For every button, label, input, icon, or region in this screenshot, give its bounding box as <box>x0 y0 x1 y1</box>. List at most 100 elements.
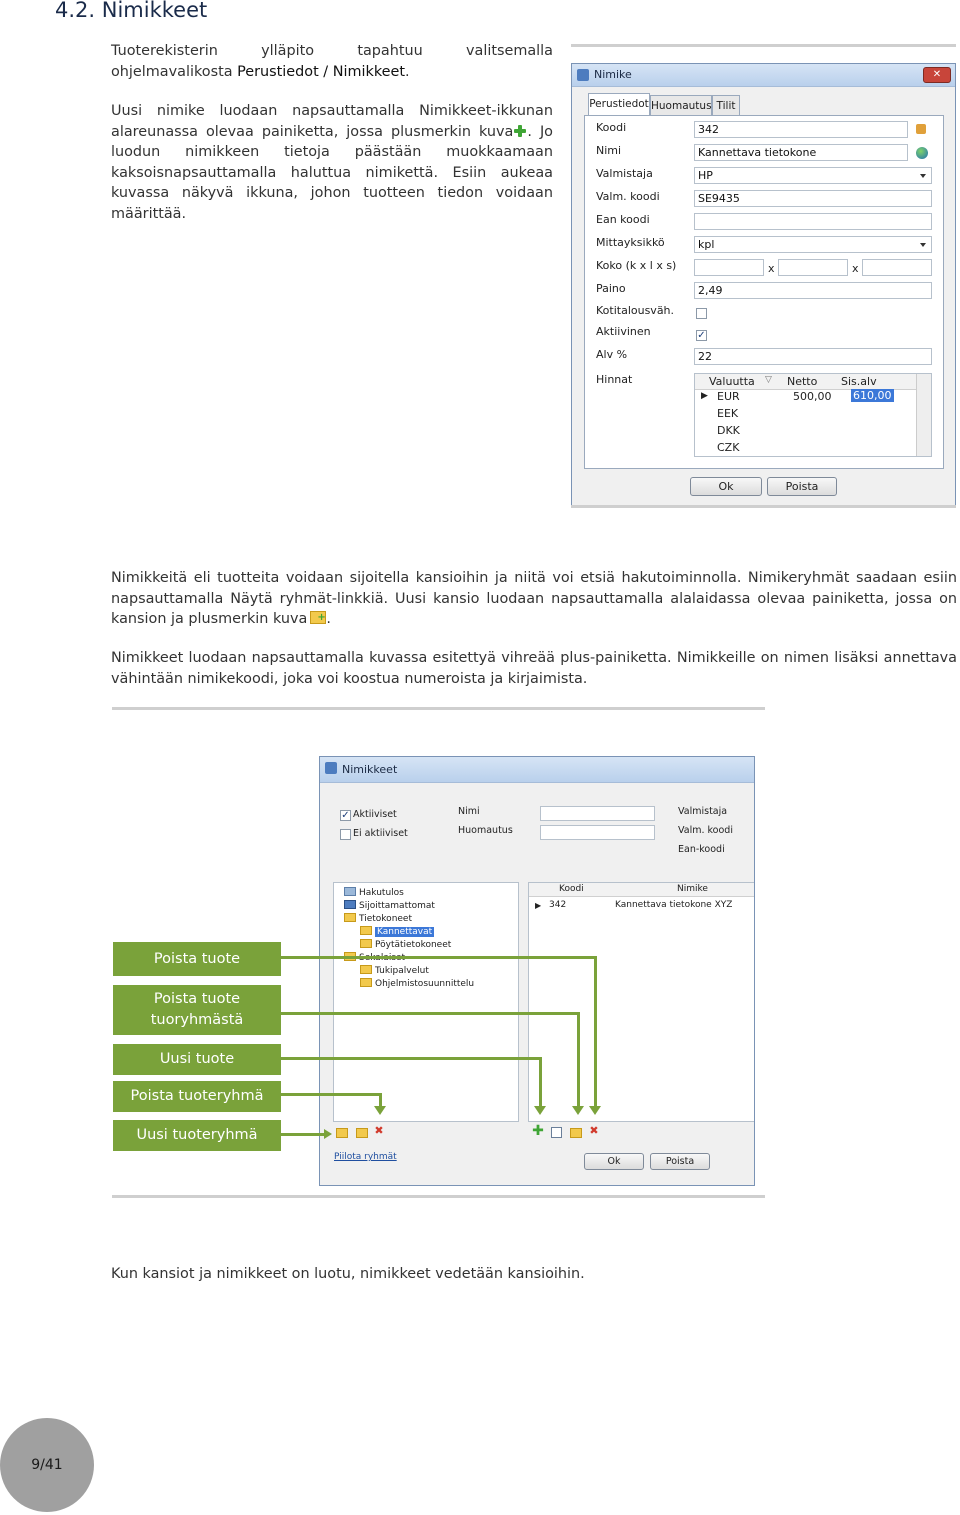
new-item-icon[interactable]: ✚ <box>532 1123 544 1139</box>
label-hinnat: Hinnat <box>596 373 633 386</box>
create-paragraph: Nimikkeet luodaan napsauttamalla kuvassa… <box>111 650 957 687</box>
tree-node[interactable]: Tietokoneet <box>344 913 412 924</box>
arrow-down-icon <box>572 1106 584 1115</box>
header-nimike[interactable]: Nimike <box>677 884 708 894</box>
window-title: Nimikkeet <box>342 763 398 776</box>
close-icon[interactable]: ✕ <box>923 67 951 83</box>
active-checkbox[interactable]: ✓ <box>340 810 351 821</box>
intro-end: . <box>405 63 410 80</box>
koko-separator: x <box>768 262 775 275</box>
label-valmistaja: Valmistaja <box>596 167 653 180</box>
label-koodi: Koodi <box>596 121 627 134</box>
mittayksikko-select[interactable]: kpl <box>694 236 932 253</box>
nimike-titlebar: Nimike ✕ <box>572 64 955 87</box>
price-currency[interactable]: EEK <box>717 407 739 420</box>
arrow-down-icon <box>534 1106 546 1115</box>
intro-paragraph: Tuoterekisterin ylläpito tapahtuu valits… <box>111 41 553 82</box>
tree-node[interactable]: Ohjelmistosuunnittelu <box>360 978 474 989</box>
items-grid[interactable]: Koodi Nimike ▶ 342 Kannettava tietokone … <box>528 882 754 1122</box>
label-ean-koodi: Ean-koodi <box>678 844 725 855</box>
arrow-right-icon <box>324 1129 332 1139</box>
label-ean-koodi: Ean koodi <box>596 213 650 226</box>
label-mittayksikko: Mittayksikkö <box>596 236 665 249</box>
prices-scrollbar[interactable] <box>916 374 931 456</box>
connector-line <box>281 1133 326 1136</box>
header-sis-alv[interactable]: Sis.alv <box>841 375 877 388</box>
nimikkeet-titlebar: Nimikkeet <box>320 757 754 783</box>
label-huomautus: Huomautus <box>458 825 513 836</box>
caption: Kun kansiot ja nimikkeet on luotu, nimik… <box>111 1266 585 1282</box>
inactive-checkbox[interactable] <box>340 829 351 840</box>
paino-field[interactable]: 2,49 <box>694 282 932 299</box>
row-pointer-icon: ▶ <box>535 901 542 910</box>
price-currency[interactable]: EUR <box>717 390 740 403</box>
huomautus-search-field[interactable] <box>540 825 655 840</box>
group-tree[interactable]: Hakutulos Sijoittamattomat Tietokoneet K… <box>333 882 519 1122</box>
nimi-field[interactable]: Kannettava tietokone <box>694 144 908 161</box>
connector-line <box>577 1012 580 1108</box>
aktiivinen-checkbox[interactable]: ✓ <box>696 330 707 341</box>
tab-tilit[interactable]: Tilit <box>712 95 740 116</box>
globe-icon[interactable] <box>916 147 928 159</box>
delete-group-icon[interactable]: ✖ <box>374 1124 384 1137</box>
valmistaja-select[interactable]: HP <box>694 167 932 184</box>
lookup-icon[interactable] <box>916 124 926 134</box>
prices-grid[interactable]: Valuutta ▽ Netto Sis.alv ▶ EUR 500,00 61… <box>694 373 932 457</box>
kotitalous-checkbox[interactable] <box>696 308 707 319</box>
active-label: Aktiiviset <box>353 809 397 820</box>
koodi-field[interactable]: 342 <box>694 121 908 138</box>
tree-node[interactable]: Sijoittamattomat <box>344 900 435 911</box>
price-currency[interactable]: DKK <box>717 424 740 437</box>
tree-node[interactable]: Hakutulos <box>344 887 404 898</box>
header-valuutta[interactable]: Valuutta <box>709 375 755 388</box>
item-name[interactable]: Kannettava tietokone XYZ <box>615 900 733 910</box>
price-net[interactable]: 500,00 <box>793 390 832 403</box>
koko-width-field[interactable] <box>778 259 848 276</box>
delete-item-icon[interactable]: ✖ <box>589 1124 599 1137</box>
window-icon <box>577 69 589 81</box>
ok-button[interactable]: Ok <box>690 477 762 496</box>
arrow-down-icon <box>589 1106 601 1115</box>
divider-bottom <box>112 1195 765 1198</box>
section-heading: 4.2. Nimikkeet <box>55 0 208 22</box>
inactive-label: Ei aktiiviset <box>353 828 408 839</box>
dialog-bottom-divider <box>571 505 956 508</box>
koko-length-field[interactable] <box>694 259 764 276</box>
tab-perustiedot[interactable]: Perustiedot <box>588 93 650 116</box>
valm-koodi-field[interactable]: SE9435 <box>694 190 932 207</box>
tab-huomautus[interactable]: Huomautus <box>650 95 712 116</box>
label-valmistaja: Valmistaja <box>678 806 728 817</box>
delete-button[interactable]: Poista <box>650 1153 710 1170</box>
ean-koodi-field[interactable] <box>694 213 932 230</box>
edit-group-icon[interactable] <box>356 1128 368 1138</box>
connector-line <box>281 1093 382 1096</box>
nimike-dialog: Nimike ✕ Perustiedot Huomautus Tilit Koo… <box>571 63 956 508</box>
ok-button[interactable]: Ok <box>584 1153 644 1170</box>
label-nimi: Nimi <box>458 806 480 817</box>
label-koko: Koko (k x l x s) <box>596 259 677 272</box>
nimi-search-field[interactable] <box>540 806 655 821</box>
tree-node[interactable]: Pöytätietokoneet <box>360 939 451 950</box>
koko-height-field[interactable] <box>862 259 932 276</box>
edit-item-icon[interactable] <box>551 1127 562 1138</box>
callout-remove-from-group: Poista tuote tuoryhmästä <box>113 985 281 1035</box>
header-koodi[interactable]: Koodi <box>559 884 584 894</box>
label-alv: Alv % <box>596 348 628 361</box>
callout-new-group: Uusi tuoteryhmä <box>113 1120 281 1151</box>
header-netto[interactable]: Netto <box>787 375 818 388</box>
price-gross[interactable]: 610,00 <box>851 389 894 402</box>
connector-line <box>281 1057 542 1060</box>
menu-path: Perustiedot / Nimikkeet <box>237 63 406 80</box>
nimikkeet-window: Nimikkeet ✓ Aktiiviset Ei aktiiviset Nim… <box>319 756 755 1186</box>
hide-groups-link[interactable]: Piilota ryhmät <box>334 1152 397 1162</box>
item-code[interactable]: 342 <box>549 900 567 910</box>
remove-from-group-icon[interactable] <box>570 1128 582 1138</box>
alv-field[interactable]: 22 <box>694 348 932 365</box>
tree-node[interactable]: Tukipalvelut <box>360 965 429 976</box>
delete-button[interactable]: Poista <box>767 477 837 496</box>
price-currency[interactable]: CZK <box>717 441 740 454</box>
divider-top <box>112 707 765 710</box>
tree-node-selected[interactable]: Kannettavat <box>360 926 435 937</box>
new-group-icon[interactable] <box>336 1128 348 1138</box>
label-valm-koodi: Valm. koodi <box>596 190 660 203</box>
